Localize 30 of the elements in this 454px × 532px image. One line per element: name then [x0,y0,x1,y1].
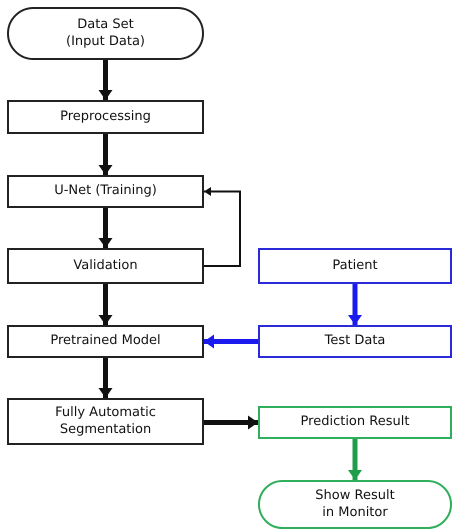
box-label: Preprocessing [60,108,151,126]
box-label: U-Net (Training) [54,183,157,200]
terminal-box [258,480,452,529]
process-box [7,175,204,208]
box-label: Pretrained Model [50,333,161,350]
process-box [7,100,204,134]
process-box [7,325,204,358]
box-label: Test Data [324,333,386,350]
arrow [204,416,258,430]
arrow [98,284,112,325]
arrow [204,334,258,348]
box-label: Prediction Result [300,414,410,431]
arrow [204,187,241,267]
box-label: Patient [332,258,378,274]
box-label: Validation [73,258,138,274]
box-label: Show Result in Monitor [314,488,396,521]
arrow [98,60,112,100]
box-label: Fully Automatic Segmentation [54,405,157,438]
terminal-box [7,7,204,60]
arrow [348,439,362,480]
arrow [348,284,362,325]
process-box [7,248,204,284]
process-box [258,406,452,439]
box-label: Data Set (Input Data) [65,17,146,50]
process-box [258,248,452,284]
arrow [98,358,112,398]
process-box [258,325,452,358]
arrow [98,208,112,248]
process-box [7,398,204,445]
arrow [98,134,112,175]
